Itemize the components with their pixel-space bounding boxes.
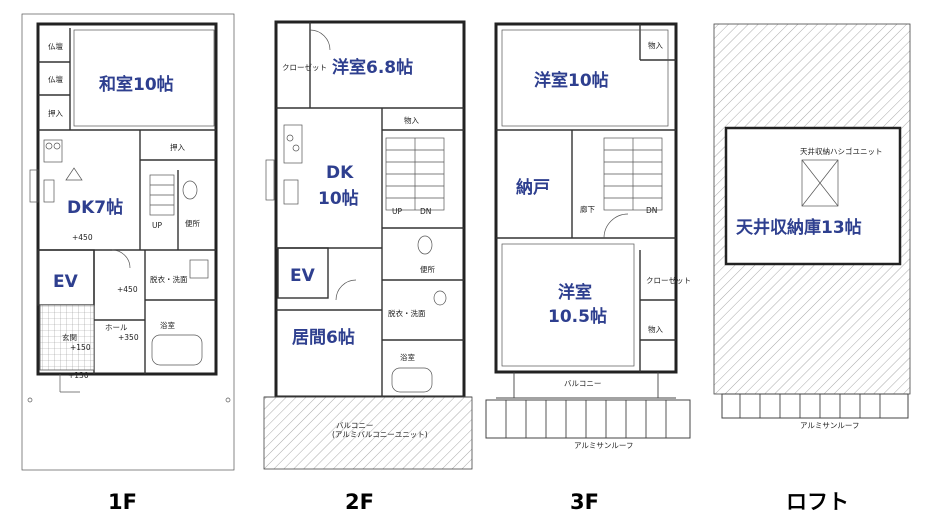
label-storage-loft: 天井収納庫13帖 bbox=[736, 217, 862, 238]
label-oshiire-1: 押入 bbox=[48, 108, 63, 118]
label-datsui-2f: 脱衣・洗面 bbox=[388, 308, 426, 318]
label-hall: ホール bbox=[105, 323, 128, 332]
label-ev-2f: EV bbox=[290, 266, 316, 286]
label-level-150: +150 bbox=[70, 343, 91, 352]
label-level-350: +350 bbox=[118, 333, 139, 342]
label-stair-up-2f: UP bbox=[392, 207, 402, 216]
label-balcony-3f: バルコニー bbox=[564, 379, 601, 388]
label-benjo-1f: 便所 bbox=[185, 218, 200, 228]
label-ima: 居間6帖 bbox=[292, 327, 355, 348]
label-butsudan-2: 仏壇 bbox=[48, 74, 63, 84]
site-boundary-1f bbox=[21, 13, 235, 471]
label-butsudan-1: 仏壇 bbox=[48, 41, 63, 51]
label-nando: 納戸 bbox=[516, 177, 550, 198]
label-balcony-note-2f: (アルミバルコニーユニット) bbox=[332, 430, 428, 439]
label-washitsu: 和室10帖 bbox=[99, 74, 174, 95]
label-balcony-2f: バルコニー bbox=[336, 421, 373, 430]
label-dk-2f-line1: DK bbox=[326, 163, 354, 183]
label-roka: 廊下 bbox=[580, 204, 595, 214]
label-oshiire-2: 押入 bbox=[170, 142, 185, 152]
label-dk-1f: DK7帖 bbox=[67, 197, 123, 218]
floor-label-1f: 1F bbox=[108, 490, 137, 514]
label-closet-3f: クローゼット bbox=[646, 275, 691, 285]
floor-label-3f: 3F bbox=[570, 490, 599, 514]
label-datsui-1f: 脱衣・洗面 bbox=[150, 274, 188, 284]
floor-1f bbox=[21, 13, 235, 471]
label-yoshitsu-2f: 洋室6.8帖 bbox=[332, 57, 413, 78]
label-ev-1f: EV bbox=[53, 272, 79, 292]
floor-loft bbox=[713, 23, 911, 419]
label-monoire-bottom-3f: 物入 bbox=[648, 324, 663, 334]
label-dk-2f-line2: 10帖 bbox=[318, 188, 359, 209]
label-monoire-top-3f: 物入 bbox=[648, 40, 663, 50]
label-stair-up-1f: UP bbox=[152, 221, 162, 230]
floor-3f bbox=[485, 22, 691, 439]
floor-label-loft: ロフト bbox=[786, 490, 849, 514]
label-roof-loft: アルミサンルーフ bbox=[800, 421, 859, 430]
label-stair-dn-3f: DN bbox=[646, 206, 657, 215]
label-benjo-2f: 便所 bbox=[420, 264, 435, 274]
floor-label-2f: 2F bbox=[345, 490, 374, 514]
label-monoire-2f: 物入 bbox=[404, 115, 419, 125]
label-unit-note-loft: 天井収納ハシゴユニット bbox=[800, 146, 883, 156]
label-roof-3f: アルミサンルーフ bbox=[574, 441, 633, 450]
label-yoshitsu-bottom-3f-line1: 洋室 bbox=[558, 282, 592, 303]
label-stair-dn-2f: DN bbox=[420, 207, 431, 216]
label-yokushitsu-1f: 浴室 bbox=[160, 320, 175, 330]
label-level-130: +130 bbox=[68, 371, 89, 380]
label-genkan: 玄関 bbox=[62, 332, 77, 342]
label-level-450b: +450 bbox=[117, 285, 138, 294]
balcony-2f bbox=[263, 396, 473, 470]
label-closet-2f: クローゼット bbox=[282, 62, 327, 72]
label-level-450a: +450 bbox=[72, 233, 93, 242]
label-yoshitsu-top-3f: 洋室10帖 bbox=[534, 70, 609, 91]
floor-2f bbox=[263, 20, 473, 470]
label-yokushitsu-2f: 浴室 bbox=[400, 352, 415, 362]
storage-room-loft bbox=[724, 126, 902, 266]
label-yoshitsu-bottom-3f-line2: 10.5帖 bbox=[548, 306, 607, 327]
